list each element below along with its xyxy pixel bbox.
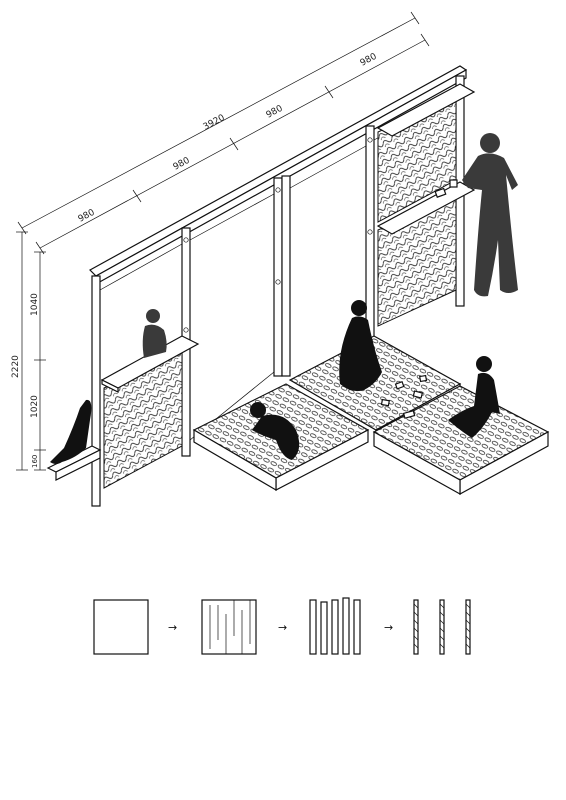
process-step-twisted-ropes xyxy=(413,599,471,655)
figure-lying-left xyxy=(250,402,300,460)
figure-leaning-left xyxy=(142,309,167,358)
dim-height-total: 2220 xyxy=(11,355,21,378)
dim-height-lower: 1020 xyxy=(30,395,40,418)
platform-right xyxy=(372,385,550,496)
dim-top-seg-2: 980 xyxy=(172,156,192,173)
figure-sitting-edge xyxy=(50,399,92,464)
side-step xyxy=(46,445,102,481)
shelf-right-top xyxy=(376,83,476,137)
shelf-right-mid xyxy=(376,181,476,235)
dim-height-base: 160 xyxy=(31,455,39,468)
dim-top-seg-4: 980 xyxy=(359,52,379,69)
dimension-side: 2220 1040 1020 160 xyxy=(11,231,46,471)
dim-top-seg-3: 980 xyxy=(265,104,285,121)
dim-top-total: 3920 xyxy=(202,113,227,133)
dim-top-seg-1: 980 xyxy=(77,208,97,225)
figure-standing-right xyxy=(462,133,518,297)
figure-sitting-right xyxy=(448,356,500,438)
process-step-cut-panel xyxy=(201,599,257,655)
figure-sitting-middle xyxy=(339,300,382,392)
arrow-right-icon: → xyxy=(278,621,287,634)
process-step-square xyxy=(93,599,149,655)
arrow-right-icon: → xyxy=(168,621,177,634)
dim-height-upper: 1040 xyxy=(30,293,40,316)
floor-objects xyxy=(380,179,458,419)
process-step-strips xyxy=(309,597,361,655)
arrow-right-icon: → xyxy=(384,621,393,634)
